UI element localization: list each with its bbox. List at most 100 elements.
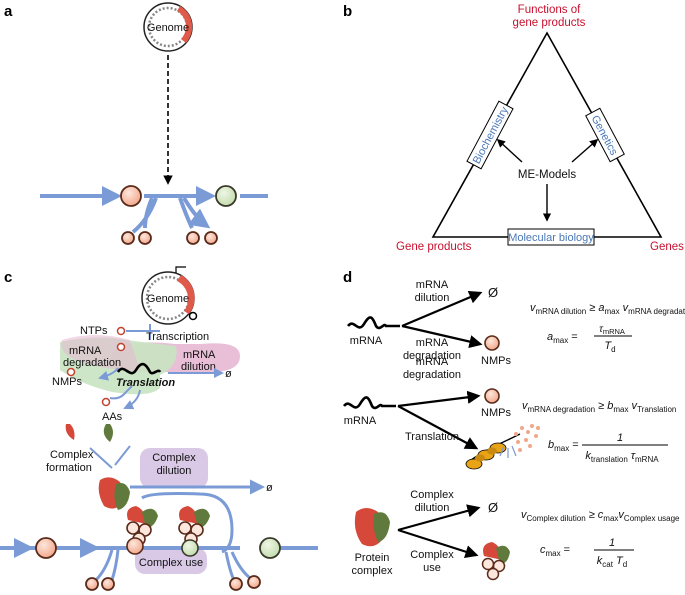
mrna-degradation-label-1: mRNA <box>69 345 102 357</box>
metabolic-network-a <box>40 186 268 234</box>
triangle-top-label-2: gene products <box>513 17 586 29</box>
complex-recycle-flux <box>141 492 234 554</box>
complex-green-c <box>114 483 130 510</box>
subunit-red-c <box>65 424 75 440</box>
row3-null: Ø <box>488 500 498 515</box>
svg-text:vComplex dilution ≥ cmaxvCompl: vComplex dilution ≥ cmaxvComplex usage <box>521 509 680 523</box>
genome-label-c: Genome <box>147 293 189 305</box>
mrna-dilution-label-1: mRNA <box>183 349 216 361</box>
svg-text:τmRNA: τmRNA <box>599 324 625 336</box>
row3-top-label-1: Complex <box>410 489 454 501</box>
transcription-label: Transcription <box>146 331 209 343</box>
metabolite-c2 <box>259 537 281 559</box>
degradation-flux <box>98 367 119 381</box>
null-c1: ø <box>225 368 232 380</box>
branch-flux-c1 <box>94 549 120 582</box>
row3-species-2: complex <box>352 565 393 577</box>
nmps-dot <box>66 367 76 377</box>
svg-text:amax =: amax = <box>547 331 578 345</box>
eq3-numerator: 1 <box>609 537 615 549</box>
row2-top-label-2: degradation <box>403 369 461 381</box>
metabolite-c4 <box>101 577 115 591</box>
metabolite-a3 <box>121 231 135 245</box>
svg-text:ktranslation τmRNA: ktranslation τmRNA <box>585 450 659 464</box>
svg-text:vmRNA dilution ≥ amax vmRNA de: vmRNA dilution ≥ amax vmRNA degradation <box>530 302 685 316</box>
triangle-right-label: Genes <box>650 241 684 253</box>
aas-label: AAs <box>102 411 123 423</box>
transcription-flux <box>126 324 160 340</box>
row1-bottom-label-2: degradation <box>403 350 461 362</box>
genome-circle-a: Genome <box>143 2 193 52</box>
metabolite-c5 <box>229 577 243 591</box>
complex-enzyme-c2 <box>178 506 210 557</box>
row1-bottom-arrow <box>401 324 483 349</box>
panel-label-b: b <box>343 3 352 20</box>
branch-flux-c2 <box>224 551 251 581</box>
svg-text:vmRNA degradation ≥ bmax vTran: vmRNA degradation ≥ bmax vTranslation <box>522 400 676 414</box>
row3-top-label-2: dilution <box>415 502 450 514</box>
mrna-degradation-label-2: degradation <box>63 357 121 369</box>
row1-bottom-label-1: mRNA <box>416 337 449 349</box>
metabolite-a4 <box>138 231 152 245</box>
svg-text:cmax =: cmax = <box>540 544 570 558</box>
equation-3: vComplex dilution ≥ cmaxvComplex usage c… <box>521 509 680 569</box>
metabolite-c6 <box>247 575 261 589</box>
complex-formation-label-1: Complex <box>50 449 94 461</box>
metabolite-a6 <box>204 231 218 245</box>
svg-text:kcat Td: kcat Td <box>597 555 627 569</box>
amino-acid-particles <box>499 424 540 458</box>
mrna-squiggle-d2 <box>342 396 396 410</box>
complex-dilution-label-1: Complex <box>152 452 196 464</box>
row2-bottom-label: Translation <box>405 431 459 443</box>
arrow-to-biochemistry <box>496 138 523 163</box>
eq2-numerator: 1 <box>617 432 623 444</box>
protein-complex-d <box>354 508 390 547</box>
triangle-left-label: Gene products <box>396 241 472 253</box>
row1-top-label-1: mRNA <box>416 279 449 291</box>
complex-enzyme-c1 <box>126 506 158 555</box>
genetics-box: Genetics <box>585 107 625 163</box>
row3-bottom-label-2: use <box>423 562 441 574</box>
complex-dilution-label-2: dilution <box>157 465 192 477</box>
equation-2: vmRNA degradation ≥ bmax vTranslation bm… <box>522 400 676 464</box>
null-c2: ø <box>266 482 273 494</box>
triangle-top-label-1: Functions of <box>518 4 581 16</box>
complex-with-metabolites-d <box>481 542 510 581</box>
molecular-biology-label: Molecular biology <box>508 232 594 244</box>
row2-species: mRNA <box>344 415 377 427</box>
ntps-dot <box>116 326 126 336</box>
row3-bottom-arrow <box>397 528 479 559</box>
complex-dilution-region <box>140 448 208 488</box>
panel-label-a: a <box>4 3 13 20</box>
panel-label-c: c <box>4 269 12 286</box>
row1-null: Ø <box>488 285 498 300</box>
row3-top-arrow <box>397 504 481 532</box>
ribosome-icon <box>465 433 521 470</box>
row2-top-label-1: mRNA <box>416 356 449 368</box>
row2-top-arrow <box>397 390 481 408</box>
subunit-green-c <box>103 424 113 442</box>
row1-species: mRNA <box>350 335 383 347</box>
formation-flux <box>89 445 131 469</box>
mrna-dot <box>116 342 126 352</box>
row1-top-arrow <box>401 291 483 328</box>
mrna-squiggle-d1 <box>346 316 400 330</box>
genome-label-a: Genome <box>147 22 189 34</box>
translation-output-flux <box>123 389 141 410</box>
row3-species-1: Protein <box>355 552 390 564</box>
panel-label-d: d <box>343 269 352 286</box>
row1-nmps-dot <box>484 335 500 351</box>
row2-bottom-arrow <box>397 405 479 450</box>
row2-product: NMPs <box>481 407 511 419</box>
row2-nmps-dot <box>484 388 500 404</box>
me-models-label: ME-Models <box>518 169 576 181</box>
row3-bottom-label-1: Complex <box>410 549 454 561</box>
svg-text:bmax =: bmax = <box>548 439 579 453</box>
biochemistry-box: Biochemistry <box>466 100 514 170</box>
row1-top-label-2: dilution <box>415 292 450 304</box>
row1-product: NMPs <box>481 355 511 367</box>
complex-use-label: Complex use <box>139 557 203 569</box>
metabolite-a2 <box>215 185 237 207</box>
metabolite-a1 <box>120 185 142 207</box>
